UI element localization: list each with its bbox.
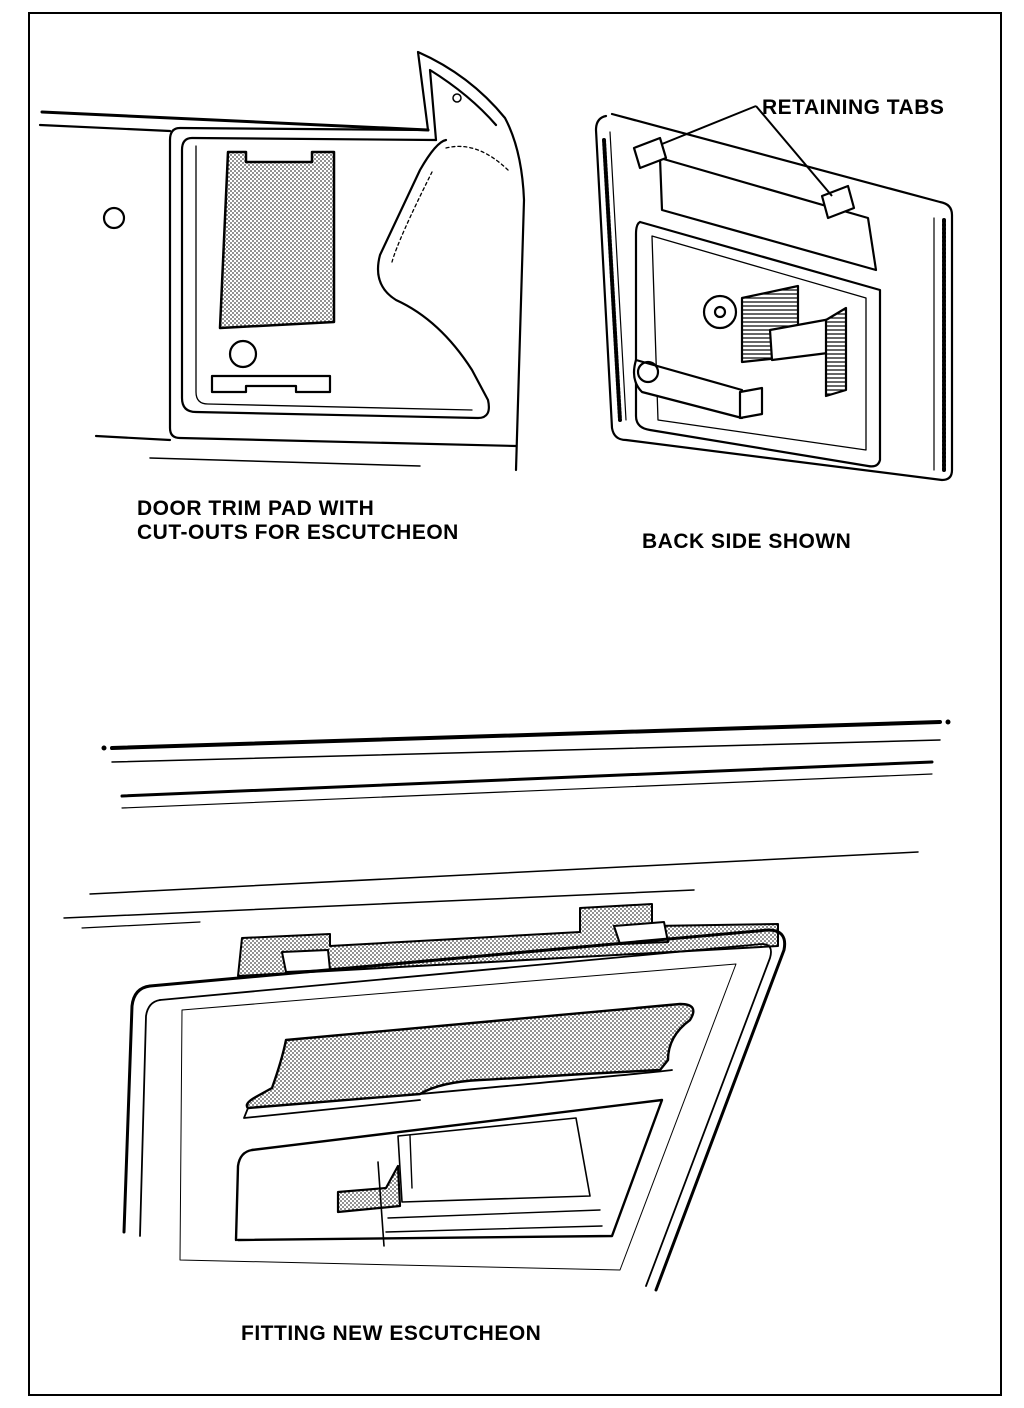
escutcheon-back-side-drawing	[594, 112, 954, 482]
door-trim-pad-caption-line-2: CUT-OUTS FOR ESCUTCHEON	[137, 521, 459, 544]
back-side-shown-caption: BACK SIDE SHOWN	[642, 530, 852, 553]
door-trim-pad-drawing	[38, 50, 526, 472]
retaining-tabs-label: RETAINING TABS	[762, 96, 945, 119]
fitting-escutcheon-drawing	[63, 719, 951, 1292]
fitting-new-escutcheon-caption: FITTING NEW ESCUTCHEON	[241, 1322, 542, 1345]
figure-frame	[28, 12, 1002, 1396]
retaining-tabs-leader-lines	[661, 105, 833, 197]
door-trim-pad-caption-line-1: DOOR TRIM PAD WITH	[137, 497, 375, 520]
